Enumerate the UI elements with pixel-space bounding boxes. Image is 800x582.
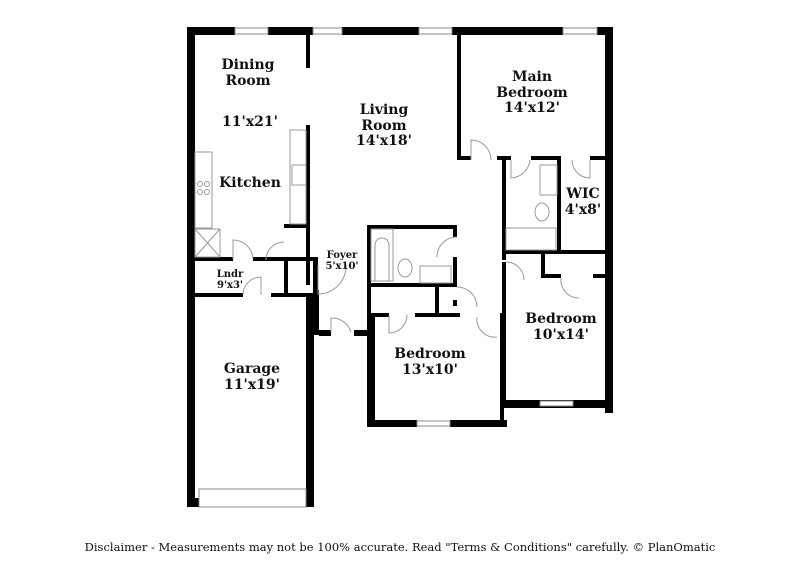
room-name: Main xyxy=(511,69,553,85)
doors xyxy=(232,139,591,338)
room-label-living: Living Room 14'x18' xyxy=(356,102,412,150)
room-name: Lndr xyxy=(216,269,244,280)
room-label-wic: WIC 4'x8' xyxy=(564,186,602,218)
room-label-main-bedroom: Main Bedroom 14'x12' xyxy=(496,69,568,117)
room-name: Living xyxy=(359,102,409,118)
room-name: Kitchen xyxy=(219,175,281,191)
room-dims: 9'x3' xyxy=(216,280,243,292)
room-dims: 11'x19' xyxy=(224,376,280,393)
walls xyxy=(187,27,613,507)
room-label-dining: Dining Room xyxy=(221,57,275,89)
windows xyxy=(198,27,598,508)
room-name: Foyer xyxy=(326,250,358,261)
disclaimer-text: Disclaimer - Measurements may not be 100… xyxy=(84,540,716,554)
room-dims: 14'x12' xyxy=(504,100,560,117)
room-label-garage: Garage 11'x19' xyxy=(223,361,281,393)
fixtures xyxy=(194,129,558,284)
room-name: Bedroom xyxy=(496,84,568,101)
room-label-kitchen: Kitchen xyxy=(219,175,281,192)
room-name: Room xyxy=(361,117,407,134)
room-dims: 4'x8' xyxy=(564,201,602,218)
room-dims: 14'x18' xyxy=(356,133,412,150)
room-name: Dining xyxy=(221,57,275,73)
room-label-bedroom-3: Bedroom 10'x14' xyxy=(525,311,597,343)
room-label-foyer: Foyer 5'x10' xyxy=(326,250,359,272)
room-name: WIC xyxy=(566,186,600,202)
room-dims: 13'x10' xyxy=(402,361,458,378)
room-dims: 5'x10' xyxy=(325,261,359,273)
room-dims: 11'x21' xyxy=(222,114,278,130)
room-name: Bedroom xyxy=(525,311,597,327)
room-name: Bedroom xyxy=(394,346,466,362)
room-name: Room xyxy=(225,72,271,89)
room-dims-dining: 11'x21' xyxy=(222,114,278,131)
room-dims: 10'x14' xyxy=(533,326,589,343)
room-name: Garage xyxy=(223,361,281,377)
room-label-laundry: Lndr 9'x3' xyxy=(217,269,244,291)
room-label-bedroom-2: Bedroom 13'x10' xyxy=(394,346,466,378)
